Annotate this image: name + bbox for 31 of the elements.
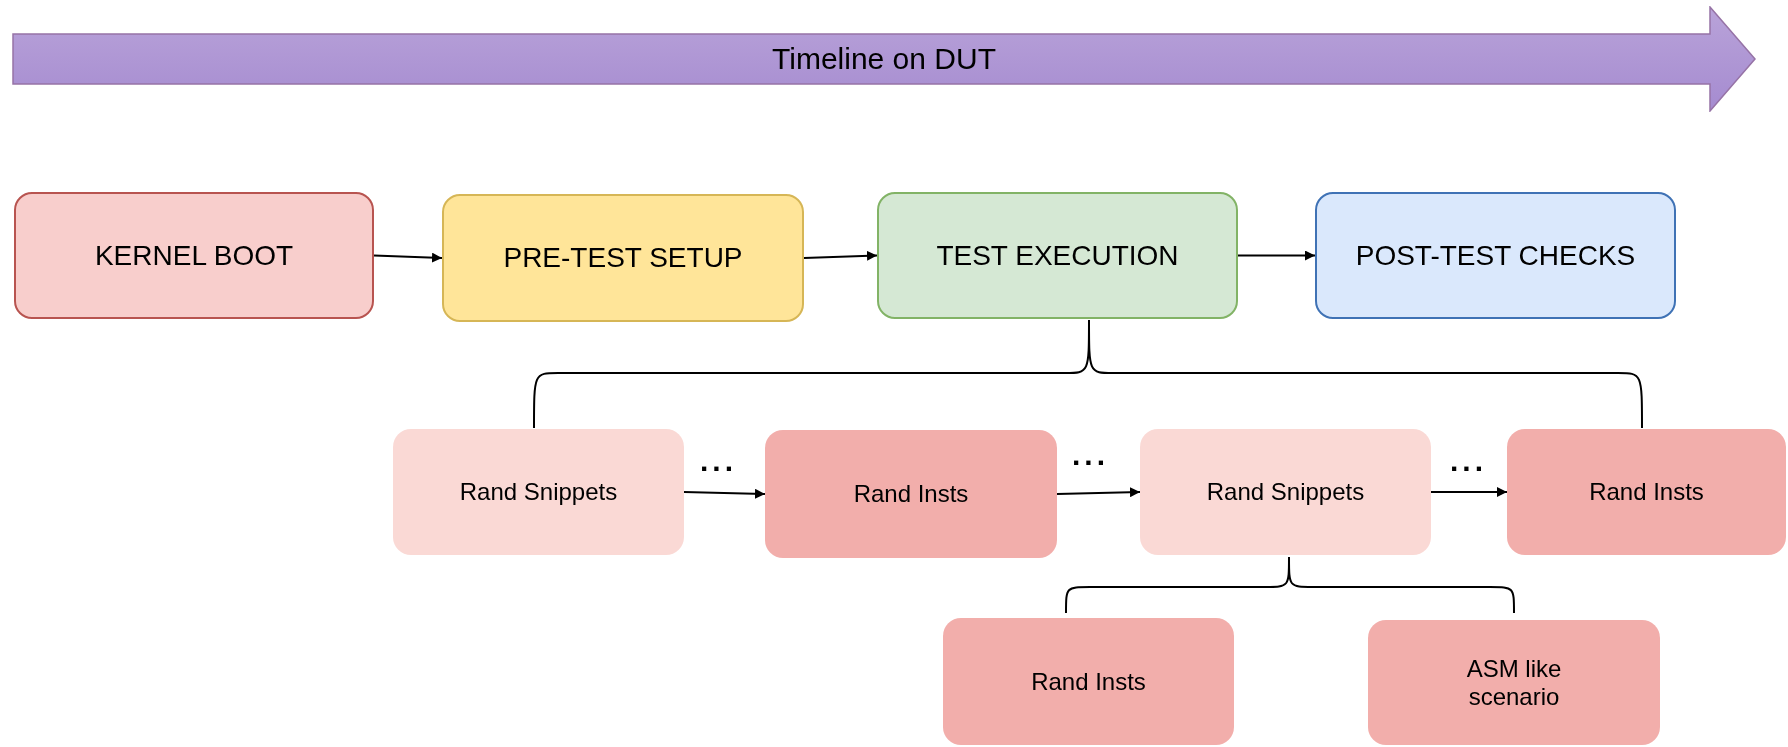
instruction-box — [1507, 429, 1786, 555]
process-box — [877, 192, 1238, 319]
node-label: Rand Insts — [853, 480, 969, 508]
arrow — [1237, 250, 1316, 261]
process-box — [442, 194, 804, 322]
node-label: Rand Snippets — [1206, 478, 1365, 506]
node-label: ASM like scenario — [1465, 654, 1563, 711]
ellipsis-mark: ... — [1450, 446, 1487, 476]
process-box — [14, 192, 374, 319]
node-label: Rand Insts — [1589, 478, 1704, 506]
snippet-box — [393, 429, 684, 555]
process-box — [1315, 192, 1676, 319]
instruction-box — [943, 618, 1234, 745]
arrow — [683, 488, 766, 499]
node-label: Timeline on DUT — [772, 42, 996, 76]
arrow — [373, 252, 443, 263]
arrow — [1056, 487, 1141, 498]
node-label: Rand Insts — [1031, 667, 1146, 696]
node-label: TEST EXECUTION — [936, 239, 1179, 272]
node-label: PRE-TEST SETUP — [503, 242, 743, 274]
arrow — [1430, 487, 1508, 497]
ellipsis-mark: ... — [700, 446, 737, 476]
node-label: KERNEL BOOT — [94, 239, 294, 272]
instruction-box — [765, 430, 1057, 558]
node-label: Rand Snippets — [459, 478, 618, 506]
arrow — [803, 250, 878, 261]
timeline-arrow — [12, 6, 1756, 112]
snippet-box — [1140, 429, 1431, 555]
ellipsis-mark: ... — [1072, 440, 1109, 470]
node-label: POST-TEST CHECKS — [1355, 239, 1636, 272]
scenario-box — [1368, 620, 1660, 745]
